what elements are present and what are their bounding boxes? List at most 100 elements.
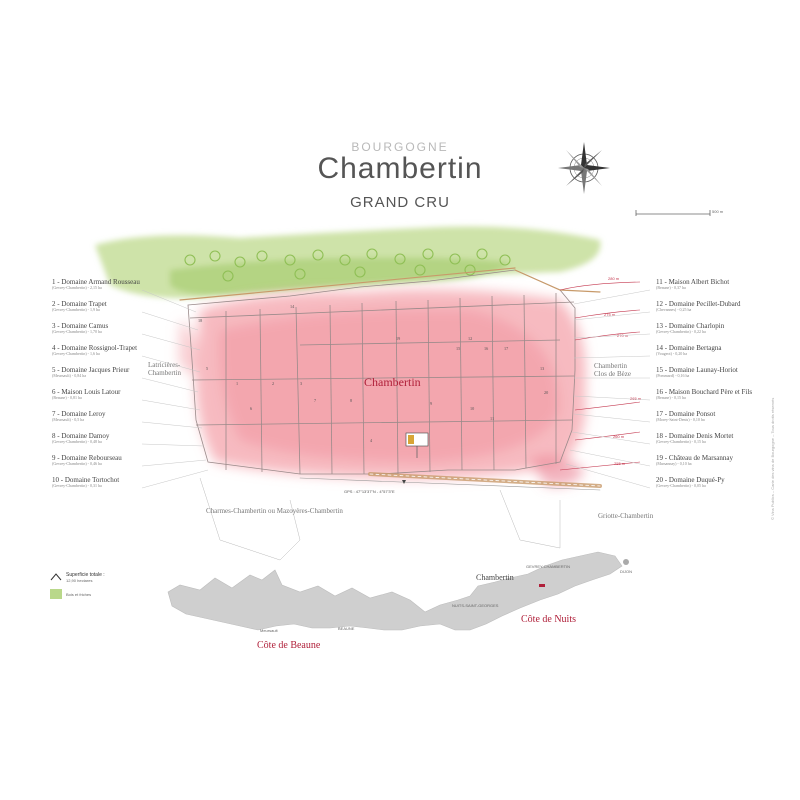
producer-item: 19 - Château de Marsannay(Marsannay) - 0…: [656, 454, 796, 476]
road: [179, 267, 602, 491]
map-legend: Superficie totale : 12,90 hectares Bois …: [50, 572, 105, 599]
forest-legend-label: Bois et friches: [66, 591, 92, 597]
page-subtitle: GRAND CRU: [350, 194, 450, 211]
producer-item: 6 - Maison Louis Latour(Beaune) - 0,81 h…: [52, 388, 192, 410]
producer-item: 1 - Domaine Armand Rousseau(Gevrey-Chamb…: [52, 278, 192, 300]
producer-detail: (Meursault) - 0,5 ha: [52, 417, 84, 423]
producer-detail: (Beaune) - 0,37 ha: [656, 285, 686, 291]
producer-name: 16 - Maison Bouchard Père et Fils: [656, 388, 753, 396]
producer-name: 9 - Domaine Rebourseau: [52, 454, 122, 462]
plot-number: 2: [272, 381, 274, 386]
forest-swatch: [50, 589, 62, 599]
producer-item: 4 - Domaine Rossignol-Trapet(Gevrey-Cham…: [52, 344, 192, 366]
plot-number: 1: [236, 381, 238, 386]
producer-item: 15 - Domaine Launay-Horiot(Pommard) - 0,…: [656, 366, 796, 388]
producer-detail: (Morey-Saint-Denis) - 0,10 ha: [656, 417, 705, 423]
producer-name: 20 - Domaine Duqué-Py: [656, 476, 725, 484]
producer-item: 8 - Domaine Damoy(Gevrey-Chambertin) - 0…: [52, 432, 192, 454]
altitude-label: 275 m: [604, 312, 616, 317]
producer-detail: (Chevannes) - 0,25 ha: [656, 307, 692, 313]
altitude-label: 255 m: [614, 461, 626, 466]
producer-name: 13 - Domaine Charlopin: [656, 322, 725, 330]
plot-number: 4: [370, 438, 373, 443]
producer-detail: (Gevrey-Chambertin) - 1,70 ha: [52, 329, 102, 335]
producer-list-left: 1 - Domaine Armand Rousseau (Gevrey-Chamb…: [52, 278, 192, 498]
main-vineyard-label: Chambertin: [364, 375, 421, 389]
neighbor-outlines: [199, 477, 561, 561]
total-area-icon: [50, 573, 62, 581]
producer-detail: (Meursault) - 0,84 ha: [52, 373, 86, 379]
plot-number: 3: [300, 381, 302, 386]
producer-detail: (Beaune) - 0,81 ha: [52, 395, 82, 401]
producer-name: 6 - Maison Louis Latour: [52, 388, 121, 396]
page-title: Chambertin: [317, 152, 483, 185]
scale-end-label: 500 m: [712, 209, 724, 214]
producer-item: 17 - Domaine Ponsot(Morey-Saint-Denis) -…: [656, 410, 796, 432]
plot-number: 8: [350, 398, 352, 403]
producer-item: 10 - Domaine Tortochot(Gevrey-Chambertin…: [52, 476, 192, 498]
producer-item: 16 - Maison Bouchard Père et Fils(Beaune…: [656, 388, 796, 410]
producer-name: 2 - Domaine Trapet: [52, 300, 107, 308]
plot-number: 12: [468, 336, 472, 341]
producer-detail: (Vougeot) - 0,20 ha: [656, 351, 688, 357]
neighbor-left-text: Latricières-Chambertin: [148, 361, 182, 377]
altitude-lines: [559, 281, 641, 471]
producer-detail: (Gevrey-Chambertin) - 1,6 ha: [52, 351, 100, 357]
producer-item: 2 - Domaine Trapet(Gevrey-Chambertin) - …: [52, 300, 192, 322]
producer-item: 20 - Domaine Duqué-Py(Gevrey-Chambertin)…: [656, 476, 796, 498]
producer-detail: (Gevrey-Chambertin) - 0,05 ha: [656, 483, 706, 489]
producer-name: 7 - Domaine Leroy: [52, 410, 106, 418]
producer-detail: (Gevrey-Chambertin) - 1,9 ha: [52, 307, 100, 313]
producer-name: 10 - Domaine Tortochot: [52, 476, 120, 484]
producer-name: 1 - Domaine Armand Rousseau: [52, 278, 140, 286]
producer-name: 8 - Domaine Damoy: [52, 432, 110, 440]
gevrey-label: GEVREY-CHAMBERTIN: [526, 564, 570, 569]
producer-name: 4 - Domaine Rossignol-Trapet: [52, 344, 138, 352]
neighbor-right-line1: Chambertin: [594, 362, 628, 370]
producer-item: 18 - Domaine Denis Mortet(Gevrey-Chamber…: [656, 432, 796, 454]
plot-number: 14: [290, 304, 295, 309]
producer-name: 15 - Domaine Launay-Horiot: [656, 366, 738, 374]
altitude-label: 280 m: [608, 276, 620, 281]
neighbor-left-label: Latricières-Chambertin: [148, 361, 208, 377]
compass-rose-icon: [558, 142, 610, 194]
producer-name: 14 - Domaine Bertagna: [656, 344, 722, 352]
total-area-label: Superficie totale :: [66, 572, 105, 578]
total-area-value: 12,90 hectares: [66, 578, 93, 583]
producer-item: 7 - Domaine Leroy(Meursault) - 0,5 ha: [52, 410, 192, 432]
overview-chambertin-label: Chambertin: [476, 573, 514, 582]
producer-detail: (Gevrey-Chambertin) - 0,31 ha: [52, 483, 102, 489]
site-sign-icon: [405, 432, 429, 458]
producer-detail: (Gevrey-Chambertin) - 0,22 ha: [656, 329, 706, 335]
producer-detail: (Pommard) - 0,16 ha: [656, 373, 690, 379]
nuits-label: NUITS-SAINT-GEORGES: [452, 603, 499, 608]
meursault-label: Meursault: [260, 628, 278, 633]
producer-name: 3 - Domaine Camus: [52, 322, 109, 330]
plot-number: 15: [456, 346, 460, 351]
plot-number: 18: [198, 318, 202, 323]
cote-de-beaune-label: Côte de Beaune: [257, 640, 321, 651]
producer-item: 3 - Domaine Camus(Gevrey-Chambertin) - 1…: [52, 322, 192, 344]
dijon-label: DIJON: [620, 569, 632, 574]
producer-detail: (Gevrey-Chambertin) - 0,46 ha: [52, 461, 102, 467]
plot-number: 7: [314, 398, 316, 403]
producer-detail: (Beaune) - 0,15 ha: [656, 395, 686, 401]
neighbor-bottom-left-label: Charmes-Chambertin ou Mazoyères-Chambert…: [206, 507, 343, 515]
producer-item: 13 - Domaine Charlopin(Gevrey-Chambertin…: [656, 322, 796, 344]
producer-list-right: 11 - Maison Albert Bichot(Beaune) - 0,37…: [656, 278, 796, 498]
gps-label: GPS : 47°13'37"N - 4°57'3"E: [344, 489, 395, 494]
producer-item: 14 - Domaine Bertagna(Vougeot) - 0,20 ha: [656, 344, 796, 366]
plot-number: 17: [504, 346, 508, 351]
gps-marker-icon: [402, 480, 406, 484]
producer-name: 5 - Domaine Jacques Prieur: [52, 366, 130, 374]
scale-bar: 500 m: [635, 209, 724, 216]
producer-detail: (Gevrey-Chambertin) - 0,15 ha: [656, 439, 706, 445]
neighbor-bottom-right-label: Griotte-Chambertin: [598, 512, 654, 520]
producer-item: 11 - Maison Albert Bichot(Beaune) - 0,37…: [656, 278, 796, 300]
producer-item: 12 - Domaine Pecillet-Dubard(Chevannes) …: [656, 300, 796, 322]
cote-de-nuits-label: Côte de Nuits: [521, 614, 576, 625]
credit-text: © Vins Publics – Carte des vins de Bourg…: [770, 397, 775, 520]
producer-name: 18 - Domaine Denis Mortet: [656, 432, 734, 440]
